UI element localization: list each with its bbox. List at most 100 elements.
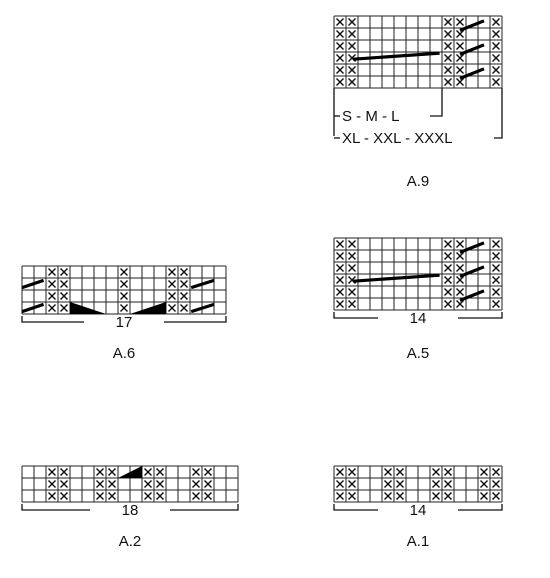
x-symbol-icon [492, 42, 500, 50]
chart-a6: 17A.6 [21, 265, 227, 362]
x-symbol-icon [336, 468, 344, 476]
chart-a5: 14A.5 [333, 237, 503, 362]
diagram-label: A.5 [407, 345, 430, 362]
x-symbol-icon [168, 280, 176, 288]
x-symbol-icon [456, 300, 464, 308]
x-symbol-icon [348, 480, 356, 488]
chart-a2: 18A.2 [21, 465, 239, 550]
diagonal-stitch-mark [190, 302, 215, 314]
x-symbol-icon [336, 30, 344, 38]
x-symbol-icon [396, 468, 404, 476]
x-symbol-icon [120, 304, 128, 312]
wedge-stitch-mark [130, 302, 166, 314]
width-bracket [333, 312, 503, 319]
x-symbol-icon [492, 54, 500, 62]
x-symbol-icon [348, 240, 356, 248]
x-symbol-icon [444, 42, 452, 50]
diagonal-stitch-mark [459, 67, 485, 80]
x-symbol-icon [336, 492, 344, 500]
x-symbol-icon [348, 468, 356, 476]
x-symbol-icon [168, 304, 176, 312]
x-symbol-icon [456, 288, 464, 296]
stitch-count-label: 17 [116, 314, 133, 331]
diagram-label: A.2 [119, 533, 142, 550]
x-symbol-icon [48, 280, 56, 288]
diagonal-stitch-mark [353, 51, 440, 61]
x-symbol-icon [480, 480, 488, 488]
diagram-label: A.1 [407, 533, 430, 550]
width-bracket [21, 316, 227, 323]
x-symbol-icon [348, 264, 356, 272]
x-symbol-icon [444, 480, 452, 488]
x-symbol-icon [48, 492, 56, 500]
x-symbol-icon [348, 42, 356, 50]
x-symbol-icon [168, 292, 176, 300]
x-symbol-icon [144, 480, 152, 488]
diagonal-stitch-mark [21, 278, 45, 290]
x-symbol-icon [348, 492, 356, 500]
x-symbol-icon [204, 468, 212, 476]
x-symbol-icon [456, 240, 464, 248]
x-symbol-icon [336, 240, 344, 248]
x-symbol-icon [120, 280, 128, 288]
x-symbol-icon [456, 66, 464, 74]
x-symbol-icon [396, 492, 404, 500]
x-symbol-icon [60, 492, 68, 500]
x-symbol-icon [108, 480, 116, 488]
x-symbol-icon [432, 492, 440, 500]
diagonal-stitch-mark [459, 19, 485, 32]
x-symbol-icon [492, 288, 500, 296]
x-symbol-icon [108, 492, 116, 500]
x-symbol-icon [444, 300, 452, 308]
x-symbol-icon [204, 480, 212, 488]
x-symbol-icon [444, 66, 452, 74]
x-symbol-icon [156, 480, 164, 488]
x-symbol-icon [336, 480, 344, 488]
x-symbol-icon [444, 54, 452, 62]
size-label-large: XL - XXL - XXXL [342, 130, 453, 147]
x-symbol-icon [60, 268, 68, 276]
diagonal-stitch-mark [459, 43, 485, 56]
x-symbol-icon [336, 18, 344, 26]
x-symbol-icon [444, 252, 452, 260]
x-symbol-icon [60, 280, 68, 288]
x-symbol-icon [48, 468, 56, 476]
x-symbol-icon [336, 42, 344, 50]
x-symbol-icon [444, 492, 452, 500]
chart-a1: 14A.1 [333, 465, 503, 550]
stitch-count-label: 18 [122, 502, 139, 519]
stitch-count-label: 14 [410, 502, 427, 519]
x-symbol-icon [444, 18, 452, 26]
x-symbol-icon [180, 268, 188, 276]
x-symbol-icon [48, 304, 56, 312]
x-symbol-icon [348, 300, 356, 308]
x-symbol-icon [444, 30, 452, 38]
x-symbol-icon [192, 480, 200, 488]
x-symbol-icon [492, 30, 500, 38]
x-symbol-icon [348, 78, 356, 86]
x-symbol-icon [168, 268, 176, 276]
x-symbol-icon [60, 292, 68, 300]
x-symbol-icon [336, 54, 344, 62]
x-symbol-icon [492, 78, 500, 86]
x-symbol-icon [336, 264, 344, 272]
x-symbol-icon [336, 252, 344, 260]
x-symbol-icon [120, 292, 128, 300]
x-symbol-icon [444, 468, 452, 476]
x-symbol-icon [396, 480, 404, 488]
diagram-label: A.9 [407, 173, 430, 190]
x-symbol-icon [336, 78, 344, 86]
x-symbol-icon [48, 292, 56, 300]
x-symbol-icon [204, 492, 212, 500]
x-symbol-icon [444, 276, 452, 284]
x-symbol-icon [96, 492, 104, 500]
x-symbol-icon [384, 468, 392, 476]
x-symbol-icon [144, 492, 152, 500]
diagonal-stitch-mark [21, 302, 45, 314]
x-symbol-icon [348, 252, 356, 260]
x-symbol-icon [156, 468, 164, 476]
x-symbol-icon [492, 252, 500, 260]
x-symbol-icon [456, 264, 464, 272]
x-symbol-icon [456, 252, 464, 260]
